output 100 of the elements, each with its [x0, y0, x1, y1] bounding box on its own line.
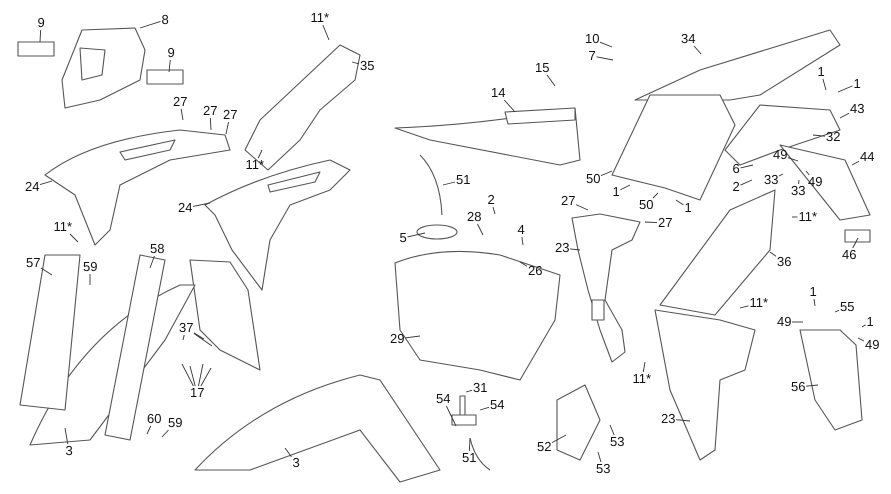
- callout-number: 33: [791, 184, 806, 198]
- callout-number: 11*: [246, 158, 264, 172]
- callout-number: 50: [639, 198, 654, 212]
- callout-number: 52: [537, 440, 552, 454]
- callout-number: 2: [732, 180, 740, 194]
- leader-line: [852, 160, 860, 166]
- callout-number: 11*: [632, 372, 652, 386]
- callout-number: 10: [585, 32, 600, 46]
- callout-number: 23: [555, 241, 570, 255]
- leader-line: [676, 419, 690, 422]
- callout-number: 9: [38, 16, 45, 30]
- leader-line: [546, 74, 556, 86]
- callout-number: 53: [610, 435, 624, 449]
- leader-line: [446, 406, 456, 426]
- callout-number: 59: [83, 260, 98, 274]
- callout-number: 27: [223, 108, 238, 122]
- callout-number: 2: [488, 193, 495, 207]
- callout-number: 24: [178, 201, 192, 215]
- callout-number: 1: [684, 201, 692, 215]
- callout-number: 27: [658, 216, 672, 230]
- leader-line: [180, 108, 184, 120]
- leader-line: [284, 448, 292, 458]
- leader-line: [812, 134, 826, 137]
- leader-line: [140, 21, 161, 28]
- callout-number: 36: [777, 255, 792, 269]
- leader-line: [468, 438, 470, 452]
- callout-number: 6: [732, 162, 740, 176]
- callout-number: 37: [179, 321, 194, 335]
- leader-line: [822, 78, 826, 90]
- callout-number: 15: [535, 61, 550, 75]
- callout-number: 24: [25, 180, 40, 194]
- leader-line: [200, 368, 212, 386]
- leader-line: [788, 157, 798, 162]
- leader-line: [480, 406, 490, 410]
- leader-line: [70, 234, 78, 242]
- leader-line: [858, 338, 864, 342]
- leader-line: [162, 430, 169, 438]
- leader-line: [190, 366, 196, 386]
- leader-line: [598, 452, 602, 462]
- callout-number: 57: [26, 256, 40, 270]
- leader-line: [552, 434, 566, 444]
- leader-line: [644, 222, 658, 224]
- callout-number: 9: [168, 46, 175, 60]
- leader-line: [740, 164, 754, 168]
- leader-line: [182, 334, 185, 340]
- leader-line: [770, 252, 776, 257]
- callout-number: 1: [810, 285, 817, 299]
- leader-line: [838, 85, 853, 92]
- leader-line: [226, 122, 229, 134]
- leader-line: [806, 170, 810, 176]
- callout-number: 53: [596, 462, 610, 476]
- callout-number: 23: [661, 412, 676, 426]
- leader-line: [192, 202, 210, 207]
- callout-number: 17: [190, 386, 204, 400]
- leader-line: [834, 310, 840, 312]
- callout-number: 3: [292, 456, 300, 470]
- leader-line: [652, 192, 658, 198]
- leader-line: [521, 236, 524, 246]
- callout-number: 11*: [798, 210, 818, 224]
- leader-line: [352, 62, 360, 64]
- callout-number: 1: [866, 315, 874, 329]
- callout-number: 49: [777, 315, 792, 329]
- leader-line: [150, 256, 155, 268]
- callout-number: 58: [150, 242, 164, 256]
- leader-line: [182, 364, 194, 386]
- leader-line: [194, 332, 204, 340]
- leader-line: [600, 170, 612, 176]
- leader-line: [492, 206, 496, 214]
- leader-line: [477, 224, 484, 236]
- leader-line: [194, 333, 212, 346]
- leader-line: [642, 362, 646, 372]
- callout-number: 27: [203, 104, 218, 118]
- callout-number: 35: [360, 59, 374, 73]
- leader-line: [64, 428, 68, 444]
- callout-number: 54: [490, 398, 504, 412]
- callout-number: 11*: [54, 220, 72, 234]
- callout-number: 46: [842, 248, 856, 262]
- callout-number: 4: [518, 223, 525, 237]
- callout-number: 49: [808, 175, 822, 189]
- callout-number: 1: [854, 77, 861, 91]
- leader-line: [740, 305, 749, 308]
- leader-line: [146, 426, 152, 434]
- leader-line: [778, 174, 784, 176]
- callout-number: 34: [681, 32, 696, 46]
- callout-number: 55: [840, 300, 854, 314]
- leader-line: [40, 180, 52, 186]
- leader-line: [40, 30, 42, 42]
- leader-line: [322, 24, 330, 40]
- leader-line: [576, 204, 588, 210]
- callout-number: 8: [162, 13, 169, 27]
- callout-number: 31: [473, 381, 488, 395]
- callout-number: 14: [491, 86, 506, 100]
- leader-line: [694, 46, 702, 54]
- leader-line: [570, 248, 580, 250]
- callout-number: 1: [612, 185, 620, 199]
- callout-number: 11*: [750, 296, 768, 310]
- callout-number: 26: [528, 264, 542, 278]
- callout-number: 60: [147, 412, 162, 426]
- leader-line: [676, 200, 684, 206]
- callout-number: 49: [773, 148, 788, 162]
